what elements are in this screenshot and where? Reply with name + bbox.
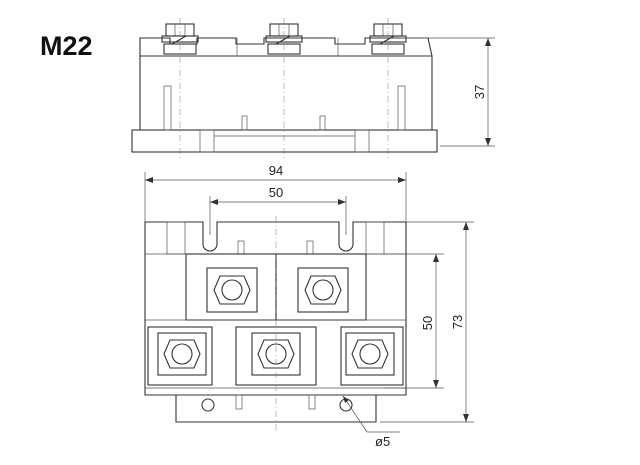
terminal-nut-1 (206, 267, 258, 313)
dim-label-37: 37 (472, 85, 487, 99)
side-view (131, 18, 438, 160)
model-title: M22 (40, 31, 93, 61)
dimension-pitch-50: 50 (209, 185, 347, 235)
dimension-width-94: 94 (144, 163, 407, 222)
mounting-hole-left (201, 398, 215, 412)
dimension-mounting-50: 50 (384, 253, 444, 389)
dimension-length-73: 73 (380, 221, 474, 423)
dimension-height-37: 37 (400, 37, 495, 147)
terminal-nut-5 (345, 332, 395, 376)
terminal-nut-2 (297, 267, 349, 313)
dim-label-50-top: 50 (269, 185, 283, 200)
dim-label-94: 94 (269, 163, 283, 178)
top-view (144, 216, 407, 432)
terminal-nut-3 (157, 332, 207, 376)
dim-label-50-right: 50 (420, 316, 435, 330)
dim-label-hole: ø5 (375, 434, 390, 449)
dimension-hole-diameter: ø5 (342, 395, 400, 449)
dim-label-73: 73 (450, 315, 465, 329)
